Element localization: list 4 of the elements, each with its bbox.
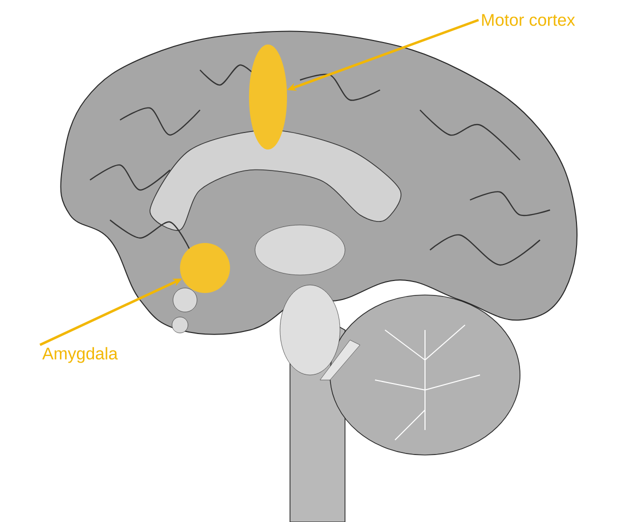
callout-label: Motor cortex (482, 14, 576, 26)
highlight-spot (180, 243, 230, 293)
callout-label: Amygdala (42, 347, 118, 363)
highlight-spot (249, 44, 287, 150)
